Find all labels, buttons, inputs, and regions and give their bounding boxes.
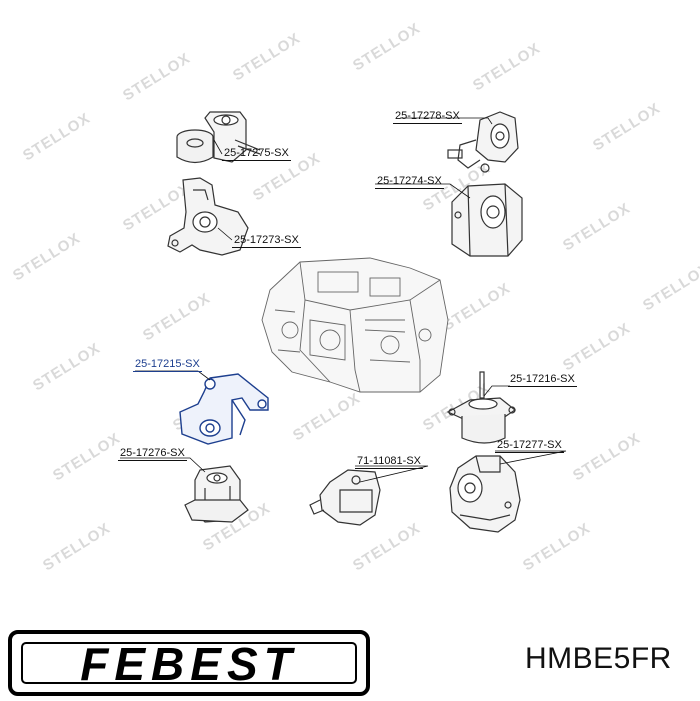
mount-25-17216-drawing	[446, 371, 517, 444]
part-label-25-17278: 25-17278-SX	[393, 110, 462, 124]
mount-71-11081-drawing	[309, 469, 381, 526]
part-label-25-17277: 25-17277-SX	[495, 439, 564, 453]
mount-25-17274-drawing	[451, 183, 523, 257]
mount-25-17278-drawing	[447, 111, 519, 173]
mount-25-17275-drawing	[176, 111, 261, 164]
febest-logo-text: FEBEST	[80, 638, 297, 690]
mount-25-17276-drawing	[184, 465, 249, 523]
mount-25-17277-drawing	[449, 455, 521, 533]
engine-block-drawing	[261, 257, 449, 393]
febest-logo: FEBEST	[8, 630, 370, 696]
mount-25-17215-drawing	[179, 373, 269, 445]
part-label-25-17274: 25-17274-SX	[375, 175, 444, 189]
part-label-25-17273: 25-17273-SX	[232, 234, 301, 248]
svg-text:FEBEST: FEBEST	[80, 638, 297, 690]
part-number: HMBE5FR	[525, 642, 672, 675]
part-label-25-17276: 25-17276-SX	[118, 447, 187, 461]
part-label-25-17275: 25-17275-SX	[222, 147, 291, 161]
febest-logo-drawing	[8, 630, 370, 696]
part-label-25-17215: 25-17215-SX	[133, 358, 202, 372]
part-label-71-11081: 71-11081-SX	[355, 455, 424, 469]
mount-25-17273-drawing	[167, 177, 249, 256]
part-label-25-17216: 25-17216-SX	[508, 373, 577, 387]
